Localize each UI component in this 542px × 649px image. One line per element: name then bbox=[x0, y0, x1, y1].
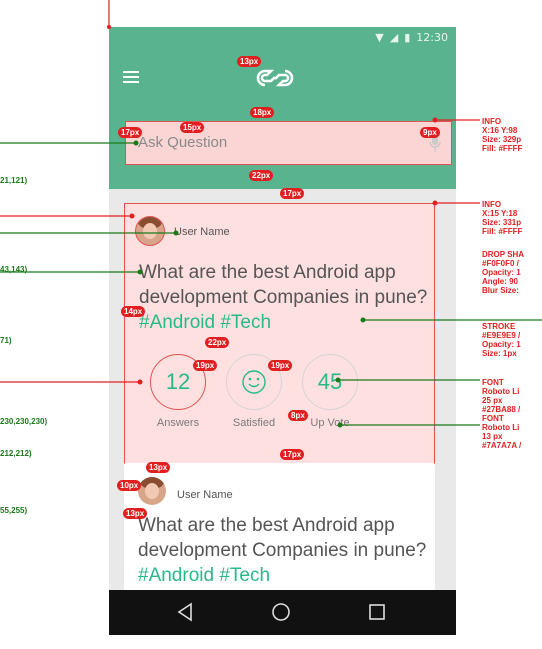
app-logo-icon bbox=[256, 69, 294, 87]
ask-question-search[interactable]: Ask Question bbox=[125, 121, 452, 165]
spacing-badge: 8px bbox=[288, 410, 308, 421]
spacing-badge: 22px bbox=[249, 170, 274, 181]
tag-tech[interactable]: #Tech bbox=[220, 312, 272, 333]
question-text-2[interactable]: What are the best Android app developmen… bbox=[138, 515, 427, 586]
spacing-badge: 13px bbox=[146, 462, 171, 473]
spacing-badge: 10px bbox=[117, 480, 142, 491]
spacing-badge: 14px bbox=[121, 306, 146, 317]
question-card[interactable]: User Name What are the best Android app … bbox=[124, 203, 435, 468]
home-icon[interactable] bbox=[269, 600, 293, 624]
tag-android[interactable]: #Android bbox=[139, 312, 216, 333]
signal-icon: ◢ bbox=[389, 31, 399, 44]
satisfied-smiley-icon[interactable] bbox=[226, 354, 282, 410]
spacing-badge: 15px bbox=[180, 122, 205, 133]
question-text[interactable]: What are the best Android app developmen… bbox=[139, 262, 428, 333]
search-placeholder: Ask Question bbox=[138, 134, 228, 151]
system-nav-bar bbox=[109, 590, 456, 635]
left-annotation-3: 71) bbox=[0, 336, 12, 345]
spacing-badge: 13px bbox=[237, 56, 262, 67]
tag-android-2[interactable]: #Android bbox=[138, 565, 215, 586]
answers-label: Answers bbox=[156, 417, 200, 429]
user-name[interactable]: User Name bbox=[174, 226, 230, 238]
status-time: 12:30 bbox=[416, 31, 448, 44]
spacing-badge: 17px bbox=[280, 449, 305, 460]
spacing-badge: 19px bbox=[193, 360, 218, 371]
phone-screen: ▼ ◢ ▮ 12:30 Ask Question User Name What … bbox=[109, 27, 456, 635]
spacing-badge: 18px bbox=[250, 107, 275, 118]
battery-icon: ▮ bbox=[404, 31, 411, 44]
user-avatar-2[interactable] bbox=[138, 477, 166, 505]
left-annotation-1: 21,121) bbox=[0, 176, 28, 185]
left-annotation-5: 212,212) bbox=[0, 449, 32, 458]
spacing-badge: 9px bbox=[420, 127, 440, 138]
user-avatar[interactable] bbox=[135, 216, 165, 246]
wifi-icon: ▼ bbox=[375, 31, 384, 44]
spacing-badge: 17px bbox=[118, 127, 143, 138]
spacing-badge: 13px bbox=[123, 508, 148, 519]
menu-icon[interactable] bbox=[123, 71, 139, 83]
spacing-badge: 22px bbox=[205, 337, 230, 348]
status-bar: ▼ ◢ ▮ 12:30 bbox=[375, 31, 448, 44]
tag-tech-2[interactable]: #Tech bbox=[219, 565, 271, 586]
left-annotation-4: 230,230,230) bbox=[0, 417, 48, 426]
app-bar: ▼ ◢ ▮ 12:30 Ask Question bbox=[109, 27, 456, 189]
upvote-count[interactable]: 45 bbox=[302, 354, 358, 410]
left-annotation-6: 55,255) bbox=[0, 506, 28, 515]
recents-icon[interactable] bbox=[365, 600, 389, 624]
user-name-2[interactable]: User Name bbox=[177, 489, 233, 501]
back-icon[interactable] bbox=[173, 600, 197, 624]
spacing-badge: 19px bbox=[268, 360, 293, 371]
satisfied-label: Satisfied bbox=[232, 417, 276, 429]
spacing-badge: 17px bbox=[280, 188, 305, 199]
left-annotation-2: 43,143) bbox=[0, 265, 28, 274]
